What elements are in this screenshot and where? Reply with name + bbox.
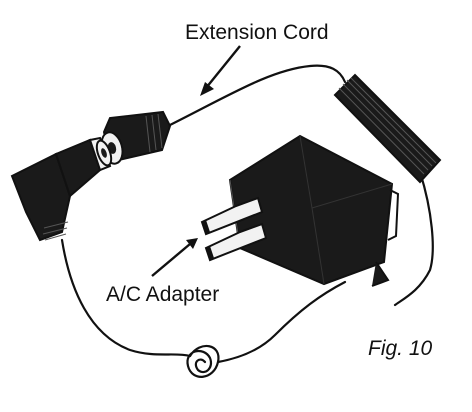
extension-female-connector xyxy=(100,110,172,165)
extension-cord-arrow xyxy=(200,45,241,96)
extension-cord-wire xyxy=(166,64,434,307)
ac-adapter-arrow xyxy=(151,238,198,277)
adapter-prongs xyxy=(200,196,268,262)
inline-ferrite-bead xyxy=(333,73,442,184)
barrel-plug xyxy=(10,136,113,242)
extension-cord-label: Extension Cord xyxy=(185,21,329,44)
figure-number-label: Fig. 10 xyxy=(368,337,433,360)
adapter-lead-wire xyxy=(60,238,347,378)
ac-adapter-label: A/C Adapter xyxy=(106,283,220,306)
